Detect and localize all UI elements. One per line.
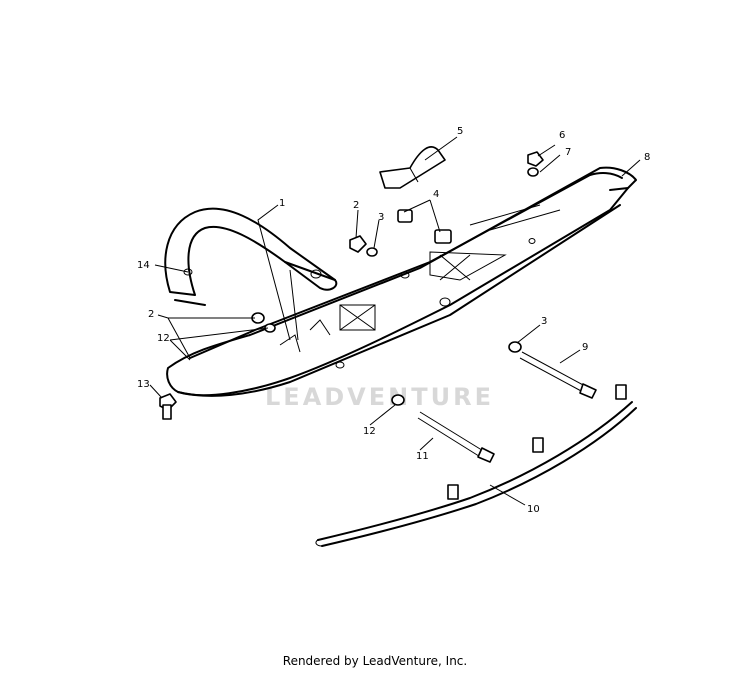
bolt-9	[519, 351, 597, 399]
callout-4: 4	[433, 189, 439, 200]
svg-text:LEADVENTURE: LEADVENTURE	[265, 383, 494, 411]
callout-2-top: 2	[353, 200, 359, 211]
footer-credit: Rendered by LeadVenture, Inc.	[282, 654, 468, 668]
callout-2-left: 2	[148, 309, 154, 320]
leadventure-watermark: LEADVENTURE	[265, 383, 494, 411]
callout-12-bottom: 12	[363, 426, 376, 437]
callout-3-top: 3	[378, 212, 384, 223]
hardware	[159, 151, 544, 420]
bolt-11	[417, 411, 495, 463]
skag-wear-bar	[315, 384, 637, 547]
callout-8: 8	[644, 152, 650, 163]
leader-lines	[149, 136, 641, 506]
ski-body	[166, 166, 637, 397]
callout-6: 7	[565, 147, 571, 158]
callout-9: 9	[582, 342, 588, 353]
callout-7: 6	[559, 130, 565, 141]
ski-handle	[164, 207, 338, 341]
callout-14: 14	[137, 260, 150, 271]
callout-labels: 1 2 3 4 5 6 7 8 2 12 14 13 3 9 12 11 10	[137, 126, 650, 515]
callout-11: 11	[416, 451, 429, 462]
callout-1: 1	[279, 198, 285, 209]
callout-3-right: 3	[541, 316, 547, 327]
callout-10: 10	[527, 504, 540, 515]
callout-12-left: 12	[157, 333, 170, 344]
callout-5: 5	[457, 126, 463, 137]
callout-13: 13	[137, 379, 150, 390]
